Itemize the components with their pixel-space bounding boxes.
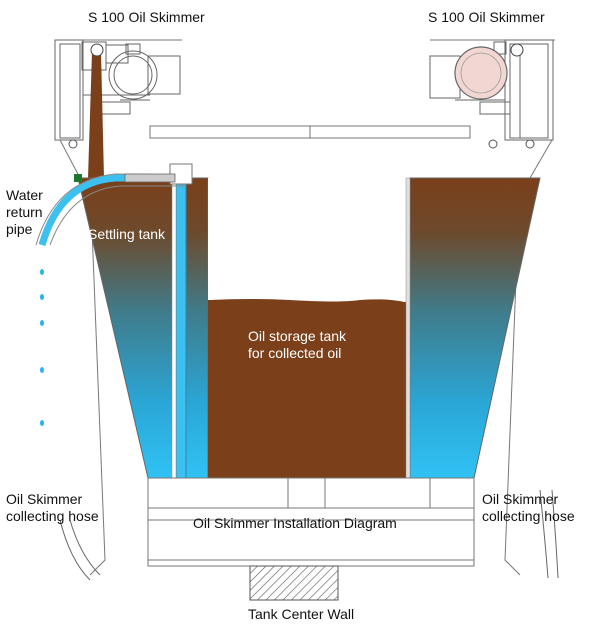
diagram-title: Oil Skimmer Installation Diagram: [193, 515, 397, 531]
settling-tank-pipe: [175, 177, 187, 479]
label-skimmer-right: S 100 Oil Skimmer: [428, 9, 545, 25]
water-return-pipe-outline: [35, 173, 191, 246]
right-tank: [409, 177, 541, 479]
label-hose-left-2: collecting hose: [6, 508, 99, 524]
skimmer-pulley-right: [510, 43, 524, 57]
oil-storage-walls: [208, 178, 407, 302]
settling-tank-pipe-white: [171, 177, 177, 479]
water-return-pipe: [38, 174, 190, 246]
label-water-return-3: pipe: [6, 221, 33, 237]
skimmer-wheel-right: [454, 46, 508, 100]
right-tank-divider: [405, 177, 411, 479]
label-oil-storage-1: Oil storage tank: [248, 328, 347, 344]
label-center-wall: Tank Center Wall: [248, 606, 355, 622]
skimmer-wheel-right-inner: [460, 52, 502, 94]
skimmer-pulley-left: [90, 43, 104, 57]
tank-center-wall: [249, 565, 339, 601]
label-hose-right-2: collecting hose: [482, 508, 575, 524]
green-marker: [74, 174, 82, 182]
label-water-return-1: Water: [6, 187, 43, 203]
skimmer-belt-left: [88, 52, 104, 178]
collecting-hose-left: [59, 519, 101, 581]
collecting-hose-right: [539, 489, 559, 579]
label-oil-storage-2: for collected oil: [248, 345, 342, 361]
label-settling-tank: Settling tank: [88, 226, 166, 242]
pipe-fittings: [124, 173, 176, 183]
oil-storage-tank: [208, 178, 410, 478]
label-water-return-2: return: [6, 204, 43, 220]
settling-tank: [77, 177, 209, 479]
water-drops: [40, 269, 44, 426]
skimmer-unit-left: [54, 39, 181, 141]
label-skimmer-left: S 100 Oil Skimmer: [88, 9, 205, 25]
bolts: [68, 139, 535, 149]
label-hose-left-1: Oil Skimmer: [6, 491, 83, 507]
label-hose-right-1: Oil Skimmer: [482, 491, 559, 507]
